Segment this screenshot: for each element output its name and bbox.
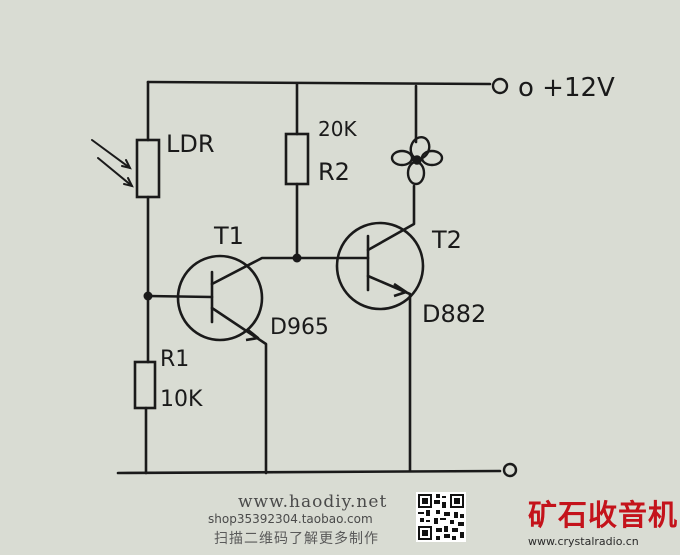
r1-name-label: R1 (160, 347, 189, 372)
t1-collector-lead (210, 256, 300, 286)
t2-label: T2 (431, 226, 462, 254)
ground-terminal (502, 462, 518, 478)
t1-base-wire (146, 294, 214, 299)
r2-name-label: R2 (318, 158, 350, 186)
ldr-label: LDR (166, 130, 215, 158)
t1-emitter-lead (210, 306, 268, 475)
t1-transistor-body (176, 254, 264, 342)
brand-logo-text: 矿石收音机 (528, 498, 679, 532)
r2-value-label: 20K (318, 117, 357, 141)
t2-part-label: D882 (422, 300, 486, 328)
r1-resistor (133, 360, 157, 410)
ground-rail (116, 469, 502, 475)
footer-scan-hint: 扫描二维码了解更多制作 (214, 531, 379, 547)
footer-shop-link: shop35392304.taobao.com (208, 512, 373, 526)
t1-label: T1 (213, 222, 244, 250)
t2-emitter-arrow (393, 282, 408, 298)
t2-transistor-body (335, 221, 425, 311)
t2-collector-lead (366, 184, 416, 252)
t2-emitter-lead (366, 274, 412, 473)
supply-rail (146, 80, 492, 86)
fan-icon (390, 136, 444, 186)
supply-terminal (491, 77, 509, 95)
ldr-light-arrows (91, 139, 134, 188)
brand-url: www.crystalradio.cn (528, 535, 639, 548)
ldr-resistor (135, 138, 161, 199)
t1-part-label: D965 (270, 315, 329, 340)
t1-emitter-arrow (245, 328, 260, 342)
qr-code-icon (416, 492, 466, 542)
footer-site-link: www.haodiy.net (238, 492, 388, 512)
r1-value-label: 10K (160, 387, 203, 412)
supply-terminal-label: o +12V (518, 73, 615, 103)
r2-resistor (284, 132, 310, 186)
